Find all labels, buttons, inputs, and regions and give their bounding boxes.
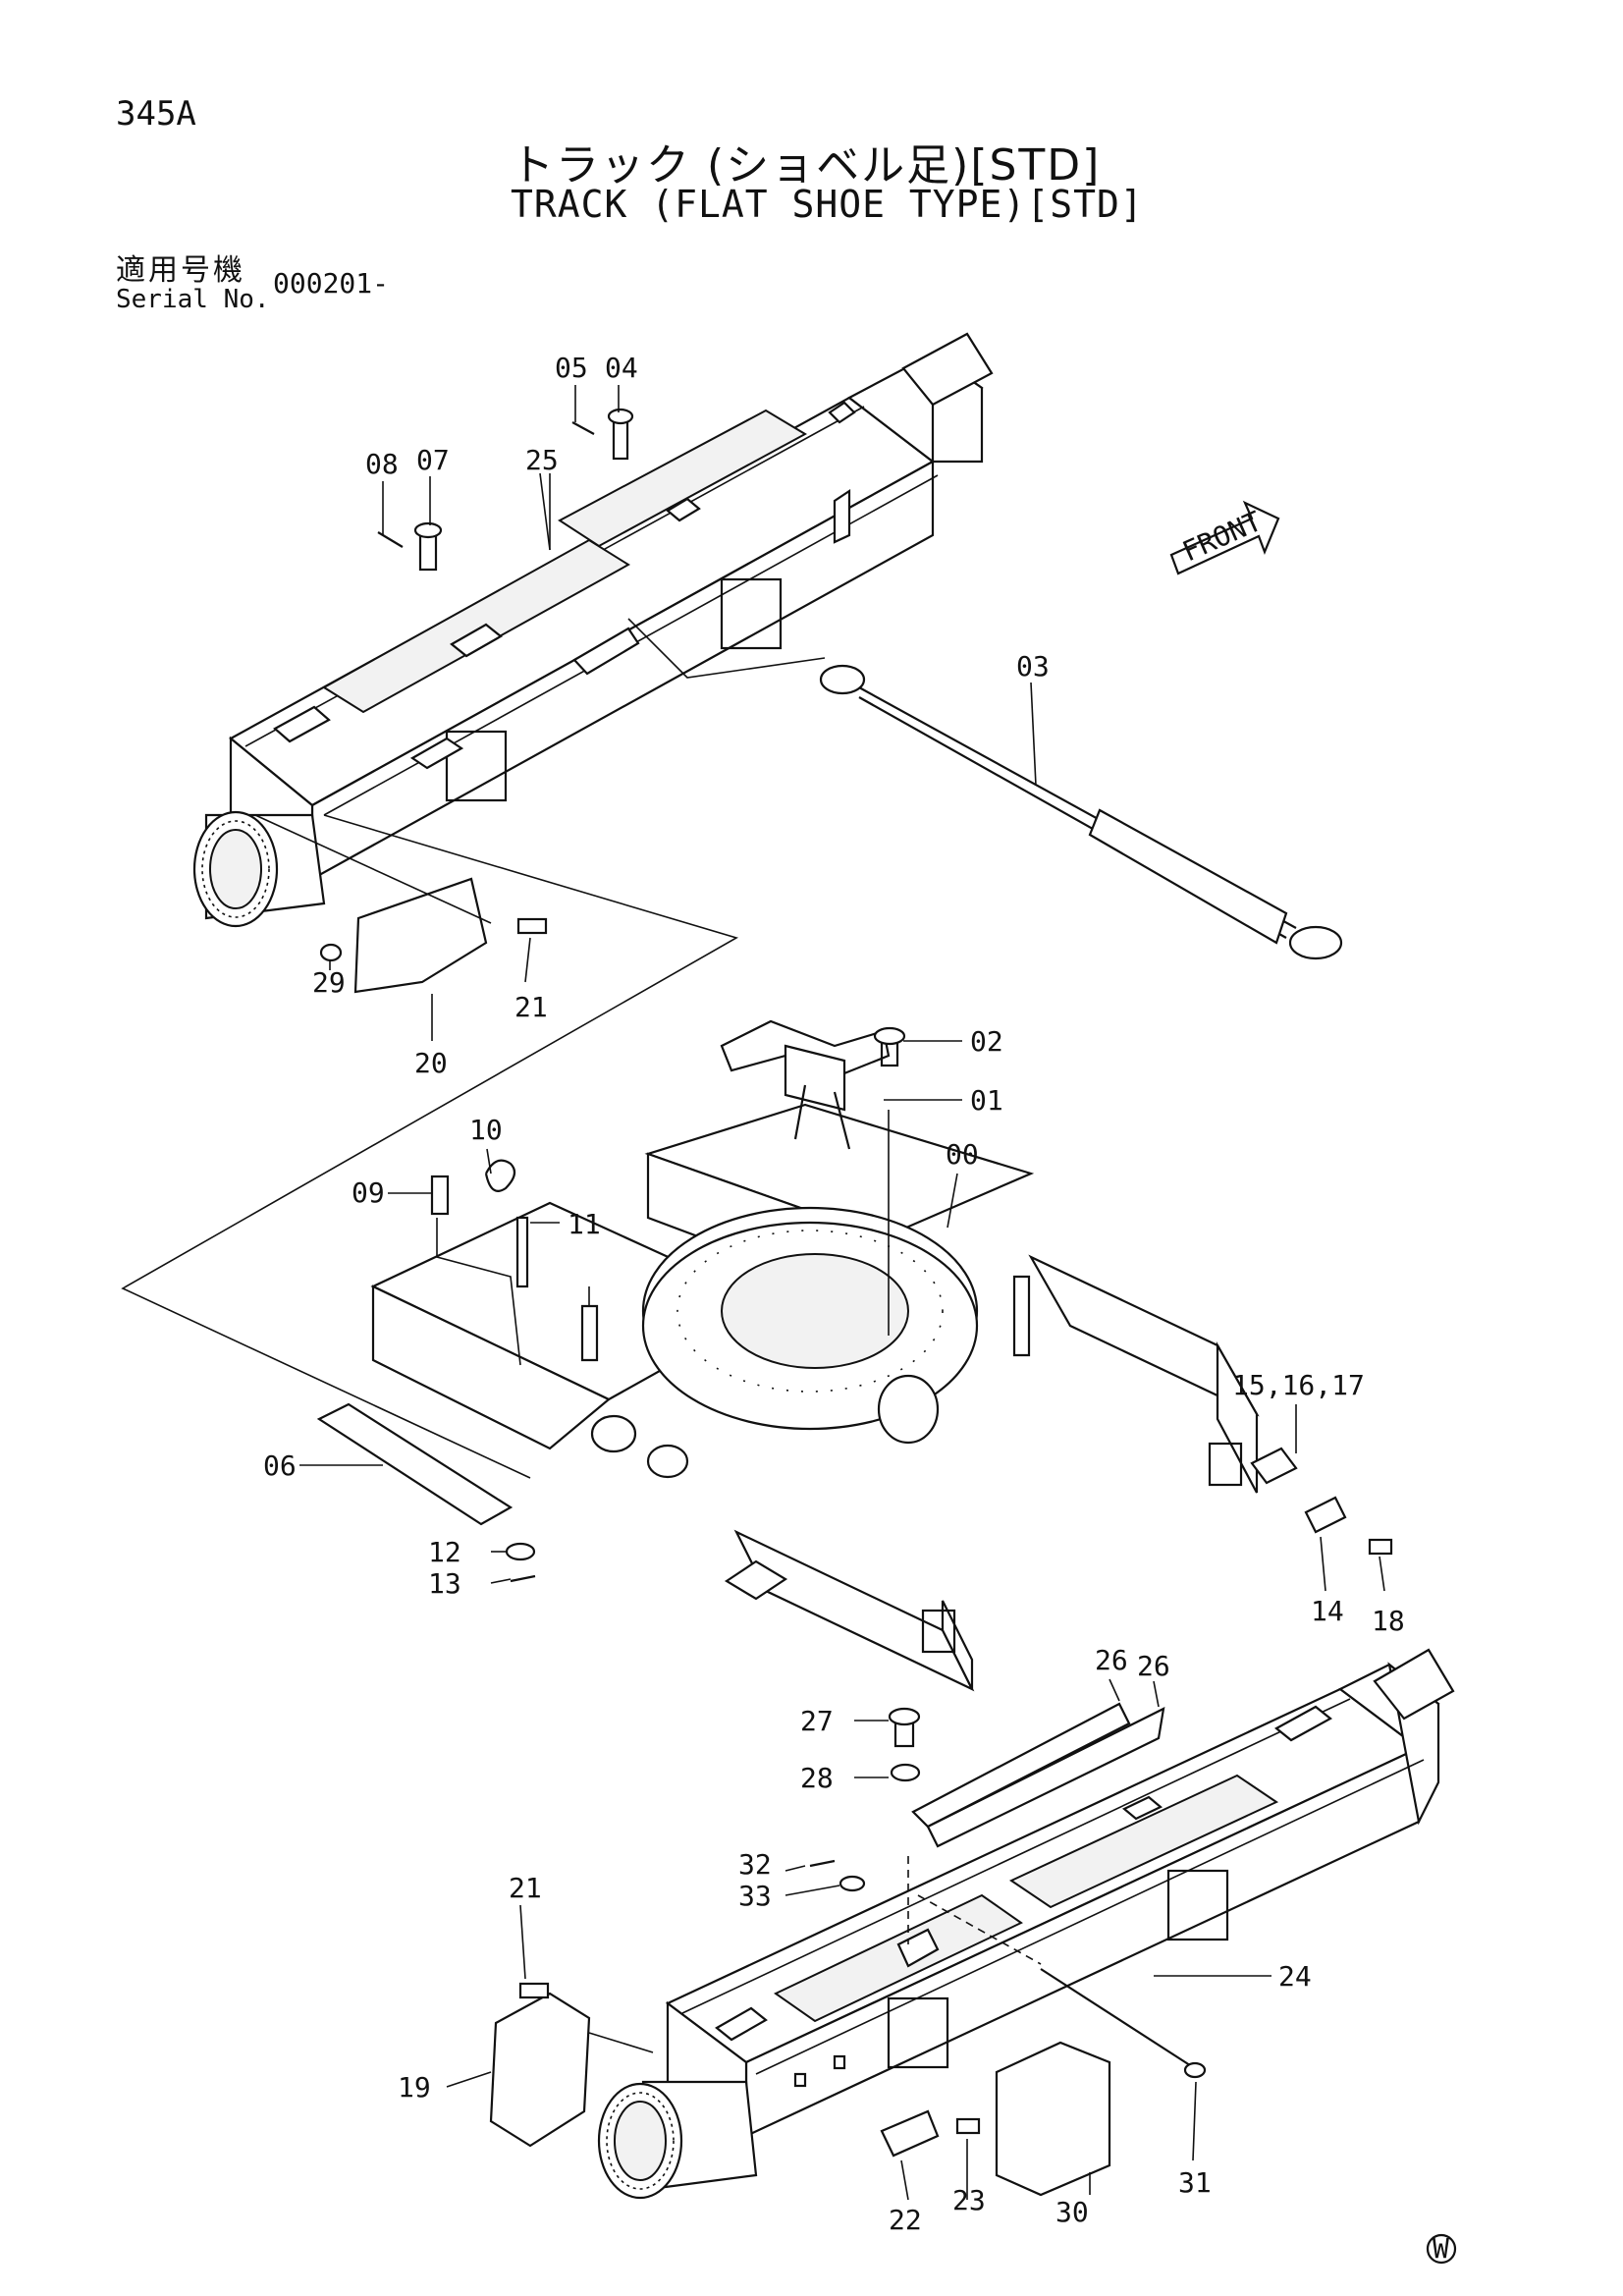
callout-24: 24 xyxy=(1278,1960,1312,1993)
leader-lines xyxy=(121,385,1385,2201)
callout-labels: 00 01 02 03 04 05 06 07 08 09 10 11 12 1… xyxy=(263,352,1405,2236)
upper-track-frame xyxy=(192,332,994,928)
callout-13: 13 xyxy=(428,1567,461,1600)
callout-25: 25 xyxy=(525,444,559,476)
title-english: TRACK (FLAT SHOE TYPE)[STD] xyxy=(511,183,1144,226)
callout-19: 19 xyxy=(398,2071,431,2104)
callout-10: 10 xyxy=(469,1114,503,1146)
callout-02: 02 xyxy=(970,1025,1003,1058)
callout-18: 18 xyxy=(1372,1605,1405,1637)
callout-32: 32 xyxy=(738,1848,772,1881)
callout-00: 00 xyxy=(946,1138,979,1171)
callout-05: 05 xyxy=(555,352,588,384)
callout-33: 33 xyxy=(738,1880,772,1912)
serial-label-japanese: 適用号機 xyxy=(116,253,245,288)
footer-circled-mark: W xyxy=(1426,2232,1457,2265)
callout-28: 28 xyxy=(800,1762,834,1794)
front-direction-arrow: FRONT xyxy=(1169,500,1280,575)
callout-26-left: 26 xyxy=(1095,1644,1128,1676)
small-parts xyxy=(316,408,1393,2197)
callout-14: 14 xyxy=(1311,1595,1344,1627)
callout-15-16-17: 15,16,17 xyxy=(1232,1369,1365,1401)
callout-23: 23 xyxy=(952,2184,986,2216)
page-number: 345A xyxy=(116,94,196,134)
callout-12: 12 xyxy=(428,1536,461,1568)
front-arrow-label: FRONT xyxy=(1177,505,1267,568)
callout-22: 22 xyxy=(889,2204,922,2236)
callout-09: 09 xyxy=(352,1176,385,1209)
callout-08: 08 xyxy=(365,448,399,480)
callout-29: 29 xyxy=(312,966,346,999)
serial-number-range: 000201- xyxy=(273,267,390,300)
callout-03: 03 xyxy=(1016,650,1050,683)
lower-track-frame xyxy=(597,1648,1455,2200)
callout-07: 07 xyxy=(416,444,450,476)
serial-label-english: Serial No. xyxy=(116,285,270,314)
callout-26-right: 26 xyxy=(1137,1650,1170,1682)
footer-mark-letter: W xyxy=(1433,2232,1449,2265)
center-frame xyxy=(370,1103,1260,1692)
callout-31: 31 xyxy=(1178,2166,1212,2199)
callout-21-upper: 21 xyxy=(514,991,548,1023)
callout-21-lower: 21 xyxy=(509,1872,542,1904)
callout-04: 04 xyxy=(605,352,638,384)
callout-30: 30 xyxy=(1055,2196,1089,2228)
title-japanese: トラック (ショベル足)[STD] xyxy=(511,140,1102,191)
callout-11: 11 xyxy=(568,1208,601,1240)
callout-27: 27 xyxy=(800,1705,834,1737)
callout-20: 20 xyxy=(414,1047,448,1079)
callout-01: 01 xyxy=(970,1084,1003,1117)
callout-06: 06 xyxy=(263,1449,297,1482)
